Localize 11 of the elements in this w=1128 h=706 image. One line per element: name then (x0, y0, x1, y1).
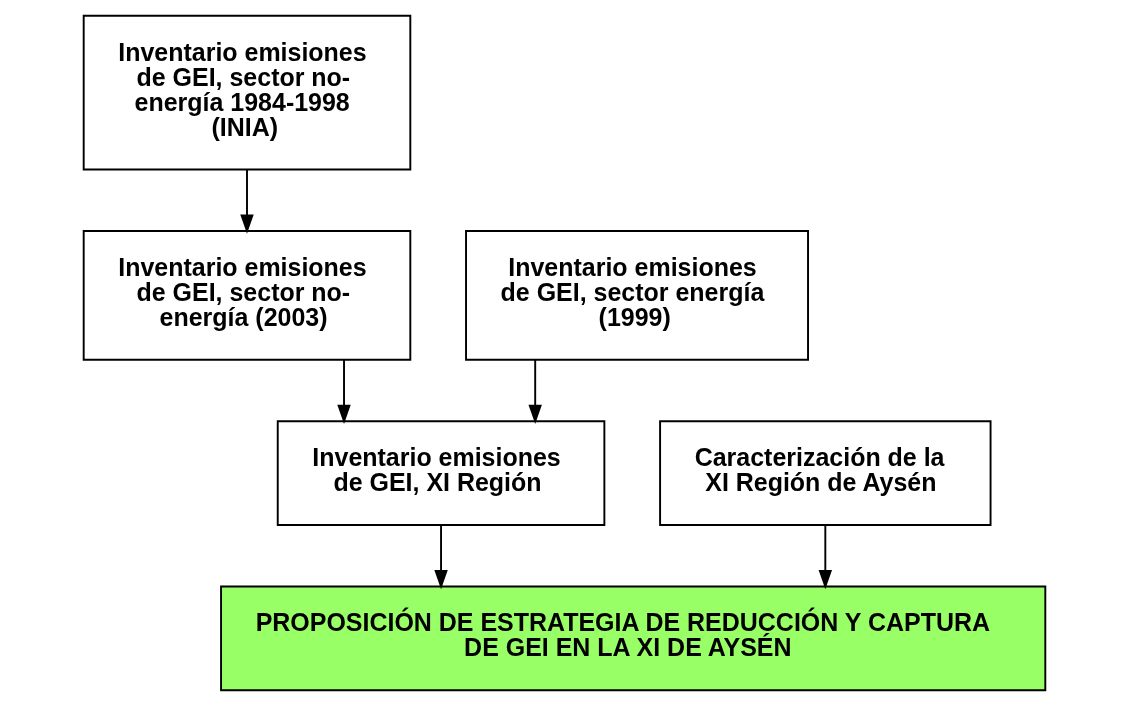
node-box: Inventario emisiones de GEI, XI Región (276, 420, 605, 526)
node-box: PROPOSICIÓN DE ESTRATEGIA DE REDUCCIÓN Y CAPTURA DE GEI EN LA XI DE AYSÉN (219, 585, 1046, 692)
arrow (527, 359, 542, 424)
node-box: Inventario emisiones de GEI, sector energía (1999) (464, 230, 809, 361)
arrow (818, 524, 832, 590)
arrow (239, 168, 254, 234)
node-box: Inventario emisiones de GEI, sector no-energía (2003) (82, 230, 411, 361)
arrow (433, 524, 448, 590)
node-box: Caracterización de la XI Región de Aysén (658, 420, 991, 526)
arrow (336, 359, 351, 424)
node-box: Inventario emisiones de GEI, sector no-energía 1984-1998 (INIA) (82, 14, 411, 171)
